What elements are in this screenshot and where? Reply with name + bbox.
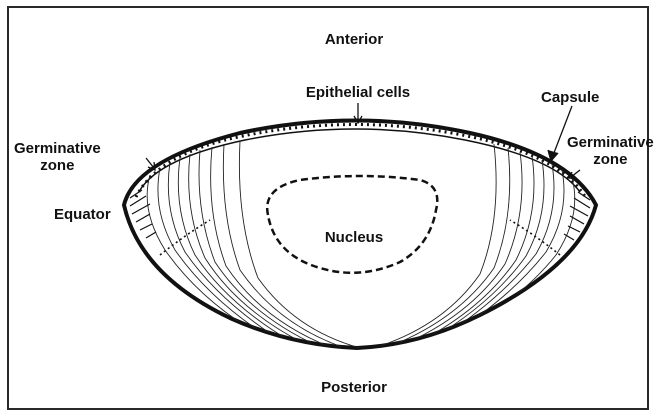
label-equator: Equator (54, 206, 111, 223)
label-anterior: Anterior (325, 31, 383, 48)
germinative-left-line1: Germinative (14, 140, 101, 157)
label-germinative-zone-left: Germinative zone (14, 140, 101, 174)
label-capsule: Capsule (541, 89, 599, 106)
label-epithelial-cells: Epithelial cells (306, 84, 410, 101)
germinative-left-line2: zone (14, 157, 101, 174)
label-nucleus: Nucleus (325, 229, 383, 246)
germinative-left-pointer (146, 158, 154, 168)
label-posterior: Posterior (321, 379, 387, 396)
label-germinative-zone-right: Germinative zone (567, 134, 654, 168)
germinative-right-line2: zone (567, 151, 654, 168)
germinative-right-pointer (571, 170, 580, 177)
germinative-right-line1: Germinative (567, 134, 654, 151)
